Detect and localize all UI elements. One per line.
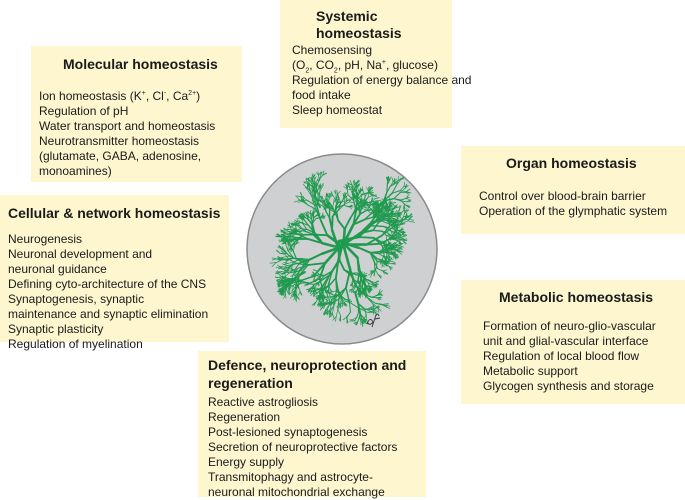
defence-item-synaptogenesis: Post-lesioned synaptogenesis [208, 425, 397, 440]
defence-item-energy-supply: Energy supply [208, 455, 397, 470]
metabolic-item-ngv-unit: Formation of neuro-glio-vascular [483, 319, 656, 334]
molecular-item-neurotransmitter-list: (glutamate, GABA, adenosine, [39, 149, 215, 164]
cellular-network-homeostasis-box: Cellular & network homeostasis Neurogene… [0, 195, 229, 342]
systemic-item-energy-balance: Regulation of energy balance and [292, 73, 471, 88]
cellular-item-myelination: Regulation of myelination [8, 337, 208, 352]
molecular-homeostasis-title: Molecular homeostasis [63, 56, 218, 73]
systemic-item-chemosensing-detail: (O2, CO2, pH, Na+, glucose) [292, 58, 471, 73]
cellular-network-homeostasis-title: Cellular & network homeostasis [8, 205, 220, 222]
cellular-item-synaptogenesis: Synaptogenesis, synaptic [8, 292, 208, 307]
cellular-item-synaptic-plasticity: Synaptic plasticity [8, 322, 208, 337]
systemic-homeostasis-title: Systemic homeostasis [316, 8, 452, 42]
organ-item-glymphatic: Operation of the glymphatic system [479, 204, 667, 219]
defence-item-regeneration: Regeneration [208, 410, 397, 425]
cellular-item-synaptic-maintenance: maintenance and synaptic elimination [8, 307, 208, 322]
defence-item-transmitophagy: Transmitophagy and astrocyte- [208, 470, 397, 485]
cellular-item-neurogenesis: Neurogenesis [8, 232, 208, 247]
organ-homeostasis-title: Organ homeostasis [506, 155, 637, 172]
cellular-item-neuronal-guidance: neuronal guidance [8, 262, 208, 277]
defence-item-neuroprotective-factors: Secretion of neuroprotective factors [208, 440, 397, 455]
systemic-item-chemosensing: Chemosensing [292, 43, 471, 58]
organ-homeostasis-box: Organ homeostasis Control over blood-bra… [461, 146, 685, 234]
metabolic-item-metabolic-support: Metabolic support [483, 364, 656, 379]
defence-item-astrogliosis: Reactive astrogliosis [208, 395, 397, 410]
systemic-item-sleep-homeostat: Sleep homeostat [292, 103, 471, 118]
metabolic-item-blood-flow: Regulation of local blood flow [483, 349, 656, 364]
defence-title-line1: Defence, neuroprotection and [208, 357, 406, 374]
molecular-item-monoamines: monoamines) [39, 164, 215, 179]
metabolic-homeostasis-box: Metabolic homeostasis Formation of neuro… [461, 280, 685, 404]
molecular-item-water-transport: Water transport and homeostasis [39, 119, 215, 134]
metabolic-homeostasis-title: Metabolic homeostasis [499, 289, 653, 306]
metabolic-item-glycogen: Glycogen synthesis and storage [483, 379, 656, 394]
molecular-homeostasis-box: Molecular homeostasis Ion homeostasis (K… [31, 46, 242, 182]
molecular-item-ion-homeostasis: Ion homeostasis (K+, Cl-, Ca2+) [39, 89, 215, 104]
systemic-homeostasis-box: Systemic homeostasis Chemosensing (O2, C… [280, 0, 452, 128]
metabolic-item-glial-vascular: unit and glial-vascular interface [483, 334, 656, 349]
astrocyte-illustration [245, 152, 439, 346]
molecular-item-neurotransmitter: Neurotransmitter homeostasis [39, 134, 215, 149]
astrocyte-svg [245, 152, 439, 346]
defence-item-mitochondrial-exchange: neuronal mitochondrial exchange [208, 485, 397, 500]
molecular-item-ph: Regulation of pH [39, 104, 215, 119]
defence-neuroprotection-box: Defence, neuroprotection and regeneratio… [198, 351, 426, 497]
cellular-item-cyto-architecture: Defining cyto-architecture of the CNS [8, 277, 208, 292]
organ-item-bbb: Control over blood-brain barrier [479, 189, 667, 204]
defence-title-line2: regeneration [208, 375, 293, 392]
cellular-item-neuronal-development: Neuronal development and [8, 247, 208, 262]
systemic-item-food-intake: food intake [292, 88, 471, 103]
